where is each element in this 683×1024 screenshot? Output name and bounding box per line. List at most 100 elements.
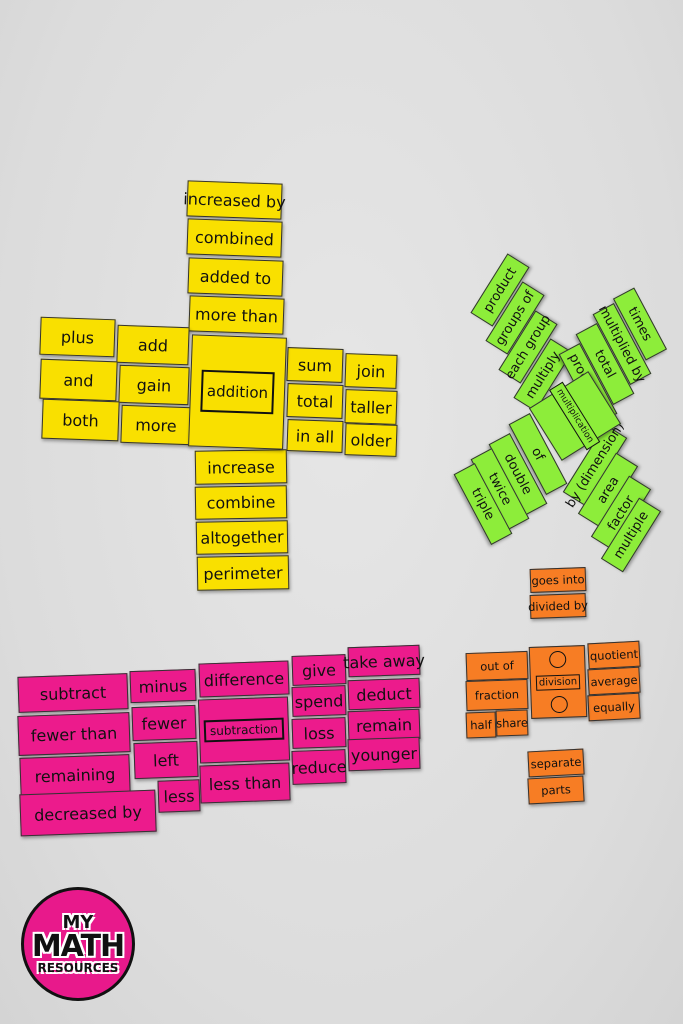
word-card-label: increased by <box>183 188 286 212</box>
word-card-label: in all <box>295 425 335 447</box>
word-card-label: out of <box>479 658 515 674</box>
word-card: fraction <box>465 678 529 712</box>
word-card-label: separate <box>530 754 582 772</box>
addition-label: addition <box>200 369 275 415</box>
word-card-label: goes into <box>531 572 585 588</box>
word-card-label: share <box>495 715 529 731</box>
word-card: goes into <box>529 567 587 593</box>
word-card-label: add <box>137 334 169 356</box>
word-card-label: give <box>301 659 337 681</box>
word-card-label: loss <box>303 722 335 744</box>
word-card: give <box>291 654 347 686</box>
word-card: out of <box>465 650 529 682</box>
word-card-label: younger <box>350 743 418 765</box>
word-card-label: total <box>296 390 334 412</box>
word-card: taller <box>344 389 398 425</box>
word-card: plus <box>39 316 116 358</box>
word-card: half <box>465 711 497 739</box>
word-card-label: perimeter <box>203 562 283 584</box>
word-card-label: fewer than <box>30 722 118 746</box>
word-card: deduct <box>347 677 421 711</box>
word-card-label: of <box>528 444 548 464</box>
logo-text: MY <box>62 912 94 933</box>
addition-center-card: addition <box>188 334 287 450</box>
word-card: remaining <box>19 754 131 796</box>
word-card: join <box>344 353 398 389</box>
word-card: increased by <box>183 180 286 220</box>
word-card-label: combined <box>194 227 275 249</box>
division-label: division <box>535 673 581 691</box>
word-card: share <box>495 709 529 737</box>
word-card-label: decreased by <box>33 801 143 825</box>
word-card-label: added to <box>199 266 272 288</box>
word-card: difference <box>198 660 290 698</box>
word-card: more <box>120 404 192 446</box>
word-card-label: combine <box>206 492 276 513</box>
word-card: combined <box>186 218 283 258</box>
word-card: take away <box>343 644 425 678</box>
word-card: reduce <box>291 749 347 785</box>
subtraction-center-card: subtraction <box>197 696 291 764</box>
word-card-label: parts <box>540 782 572 798</box>
word-card: parts <box>527 775 585 805</box>
word-card: more than <box>188 295 285 335</box>
word-card: add <box>116 324 190 366</box>
word-card: both <box>41 398 120 442</box>
word-card-label: plus <box>60 326 95 348</box>
word-card-label: more than <box>194 304 279 326</box>
word-card: older <box>344 423 398 457</box>
word-card-label: altogether <box>200 527 284 548</box>
word-card: fewer than <box>17 712 131 756</box>
word-card: fewer <box>131 704 197 742</box>
word-card-label: increase <box>207 456 275 478</box>
word-card: spend <box>291 685 347 717</box>
word-card-label: more <box>134 414 178 436</box>
word-card-label: fraction <box>474 687 520 703</box>
subtraction-label: subtraction <box>203 717 285 743</box>
word-card: in all <box>286 419 344 453</box>
word-card-label: difference <box>203 668 285 690</box>
word-card-label: remain <box>355 714 413 736</box>
word-card-label: fewer <box>141 712 187 734</box>
word-card: increase <box>194 449 288 485</box>
word-card-label: older <box>350 429 392 451</box>
word-card-label: spend <box>294 690 344 712</box>
word-card: sum <box>286 347 344 383</box>
word-card: left <box>133 740 199 780</box>
division-top-circle-icon <box>548 650 567 669</box>
word-card-label: less <box>163 785 195 807</box>
word-card-label: less than <box>208 772 282 794</box>
word-card-label: minus <box>138 675 188 697</box>
word-card: added to <box>187 257 284 297</box>
word-card: less <box>157 779 201 813</box>
word-card-label: equally <box>592 698 636 716</box>
word-card: younger <box>347 736 421 772</box>
word-card: quotient <box>587 640 641 670</box>
word-card-label: and <box>63 369 94 391</box>
word-card: subtract <box>17 673 129 713</box>
word-card: gain <box>118 364 190 406</box>
logo-text: RESOURCES <box>37 961 119 975</box>
word-card: minus <box>129 668 197 704</box>
word-card-label: both <box>61 409 99 431</box>
word-card: separate <box>527 748 585 778</box>
division-bottom-circle-icon <box>550 695 569 714</box>
word-card: altogether <box>195 520 289 555</box>
word-card: less than <box>199 762 291 804</box>
word-card-label: subtract <box>39 682 107 704</box>
word-card-label: average <box>590 672 638 690</box>
word-card-label: sum <box>297 354 333 376</box>
word-card-label: divided by <box>527 597 589 615</box>
logo-text: MATH <box>31 929 125 964</box>
word-card-label: take away <box>342 650 426 672</box>
word-card: decreased by <box>19 789 157 837</box>
word-card: and <box>39 358 118 402</box>
word-card-label: taller <box>349 396 393 418</box>
word-card: loss <box>291 717 347 749</box>
multiplication-label: multiplication <box>549 381 601 451</box>
word-card-label: join <box>356 361 386 381</box>
word-card-label: quotient <box>589 646 639 664</box>
word-card-label: deduct <box>355 683 413 705</box>
word-card: equally <box>587 692 641 722</box>
my-math-resources-logo: MY MATH RESOURCES <box>21 887 135 1001</box>
